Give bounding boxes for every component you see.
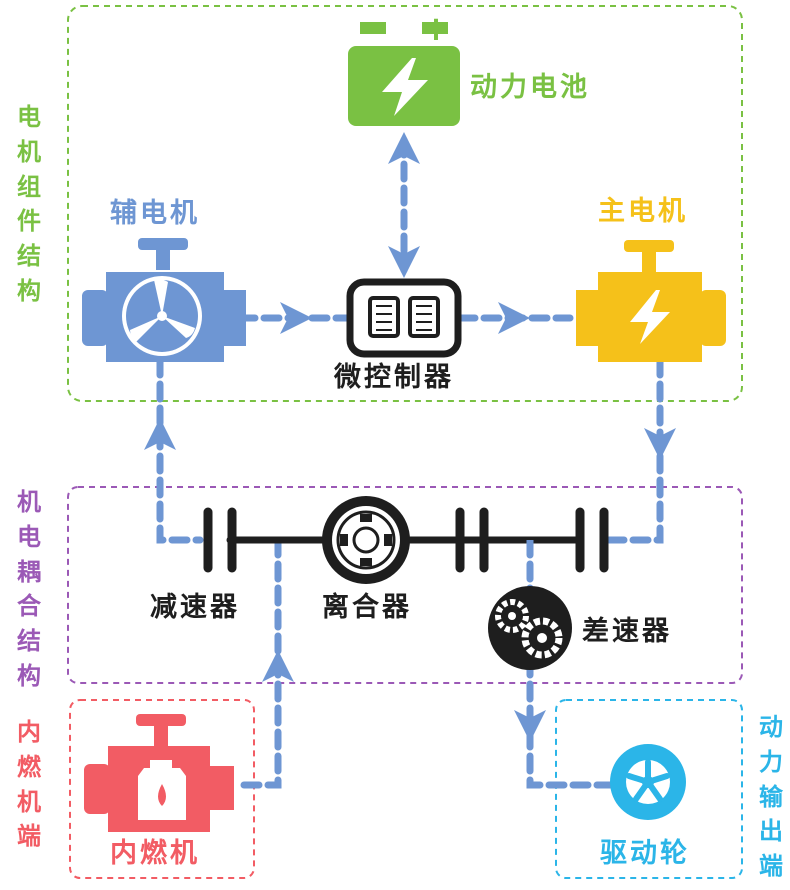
clutch-label: 离合器 [322, 592, 412, 623]
coupling-frame [67, 486, 743, 684]
controller-chip-icon [346, 278, 462, 358]
engine-icon [84, 714, 234, 832]
battery-minus: − [358, 9, 387, 49]
section-label-engine-end: 内燃机端 [17, 718, 41, 851]
main-motor-label: 主电机 [598, 196, 688, 227]
section-label-output-end: 动力输出端 [759, 713, 783, 881]
reducer-label: 减速器 [150, 592, 240, 623]
engine-frame [69, 699, 255, 879]
battery-plus: + [422, 9, 451, 49]
controller-label: 微控制器 [334, 362, 454, 393]
section-label-motor-group: 电机组件结构 [17, 103, 41, 305]
wheel-icon [610, 744, 686, 820]
clutch-icon [322, 496, 410, 584]
aux-motor-icon [82, 238, 246, 362]
battery-label: 动力电池 [470, 72, 590, 103]
motor-group-frame [67, 5, 743, 402]
wheel-label: 驱动轮 [600, 838, 690, 869]
gears-icon [488, 586, 572, 670]
differential-label: 差速器 [582, 616, 672, 647]
section-label-coupling: 机电耦合结构 [17, 488, 41, 690]
engine-label: 内燃机 [110, 838, 200, 869]
flow-arrows [144, 132, 676, 742]
main-motor-icon [576, 240, 726, 362]
flow-lines [156, 136, 664, 789]
aux-motor-label: 辅电机 [110, 198, 200, 229]
output-frame [555, 699, 743, 879]
mechanical-shaft [203, 507, 609, 573]
battery-icon [348, 22, 460, 126]
